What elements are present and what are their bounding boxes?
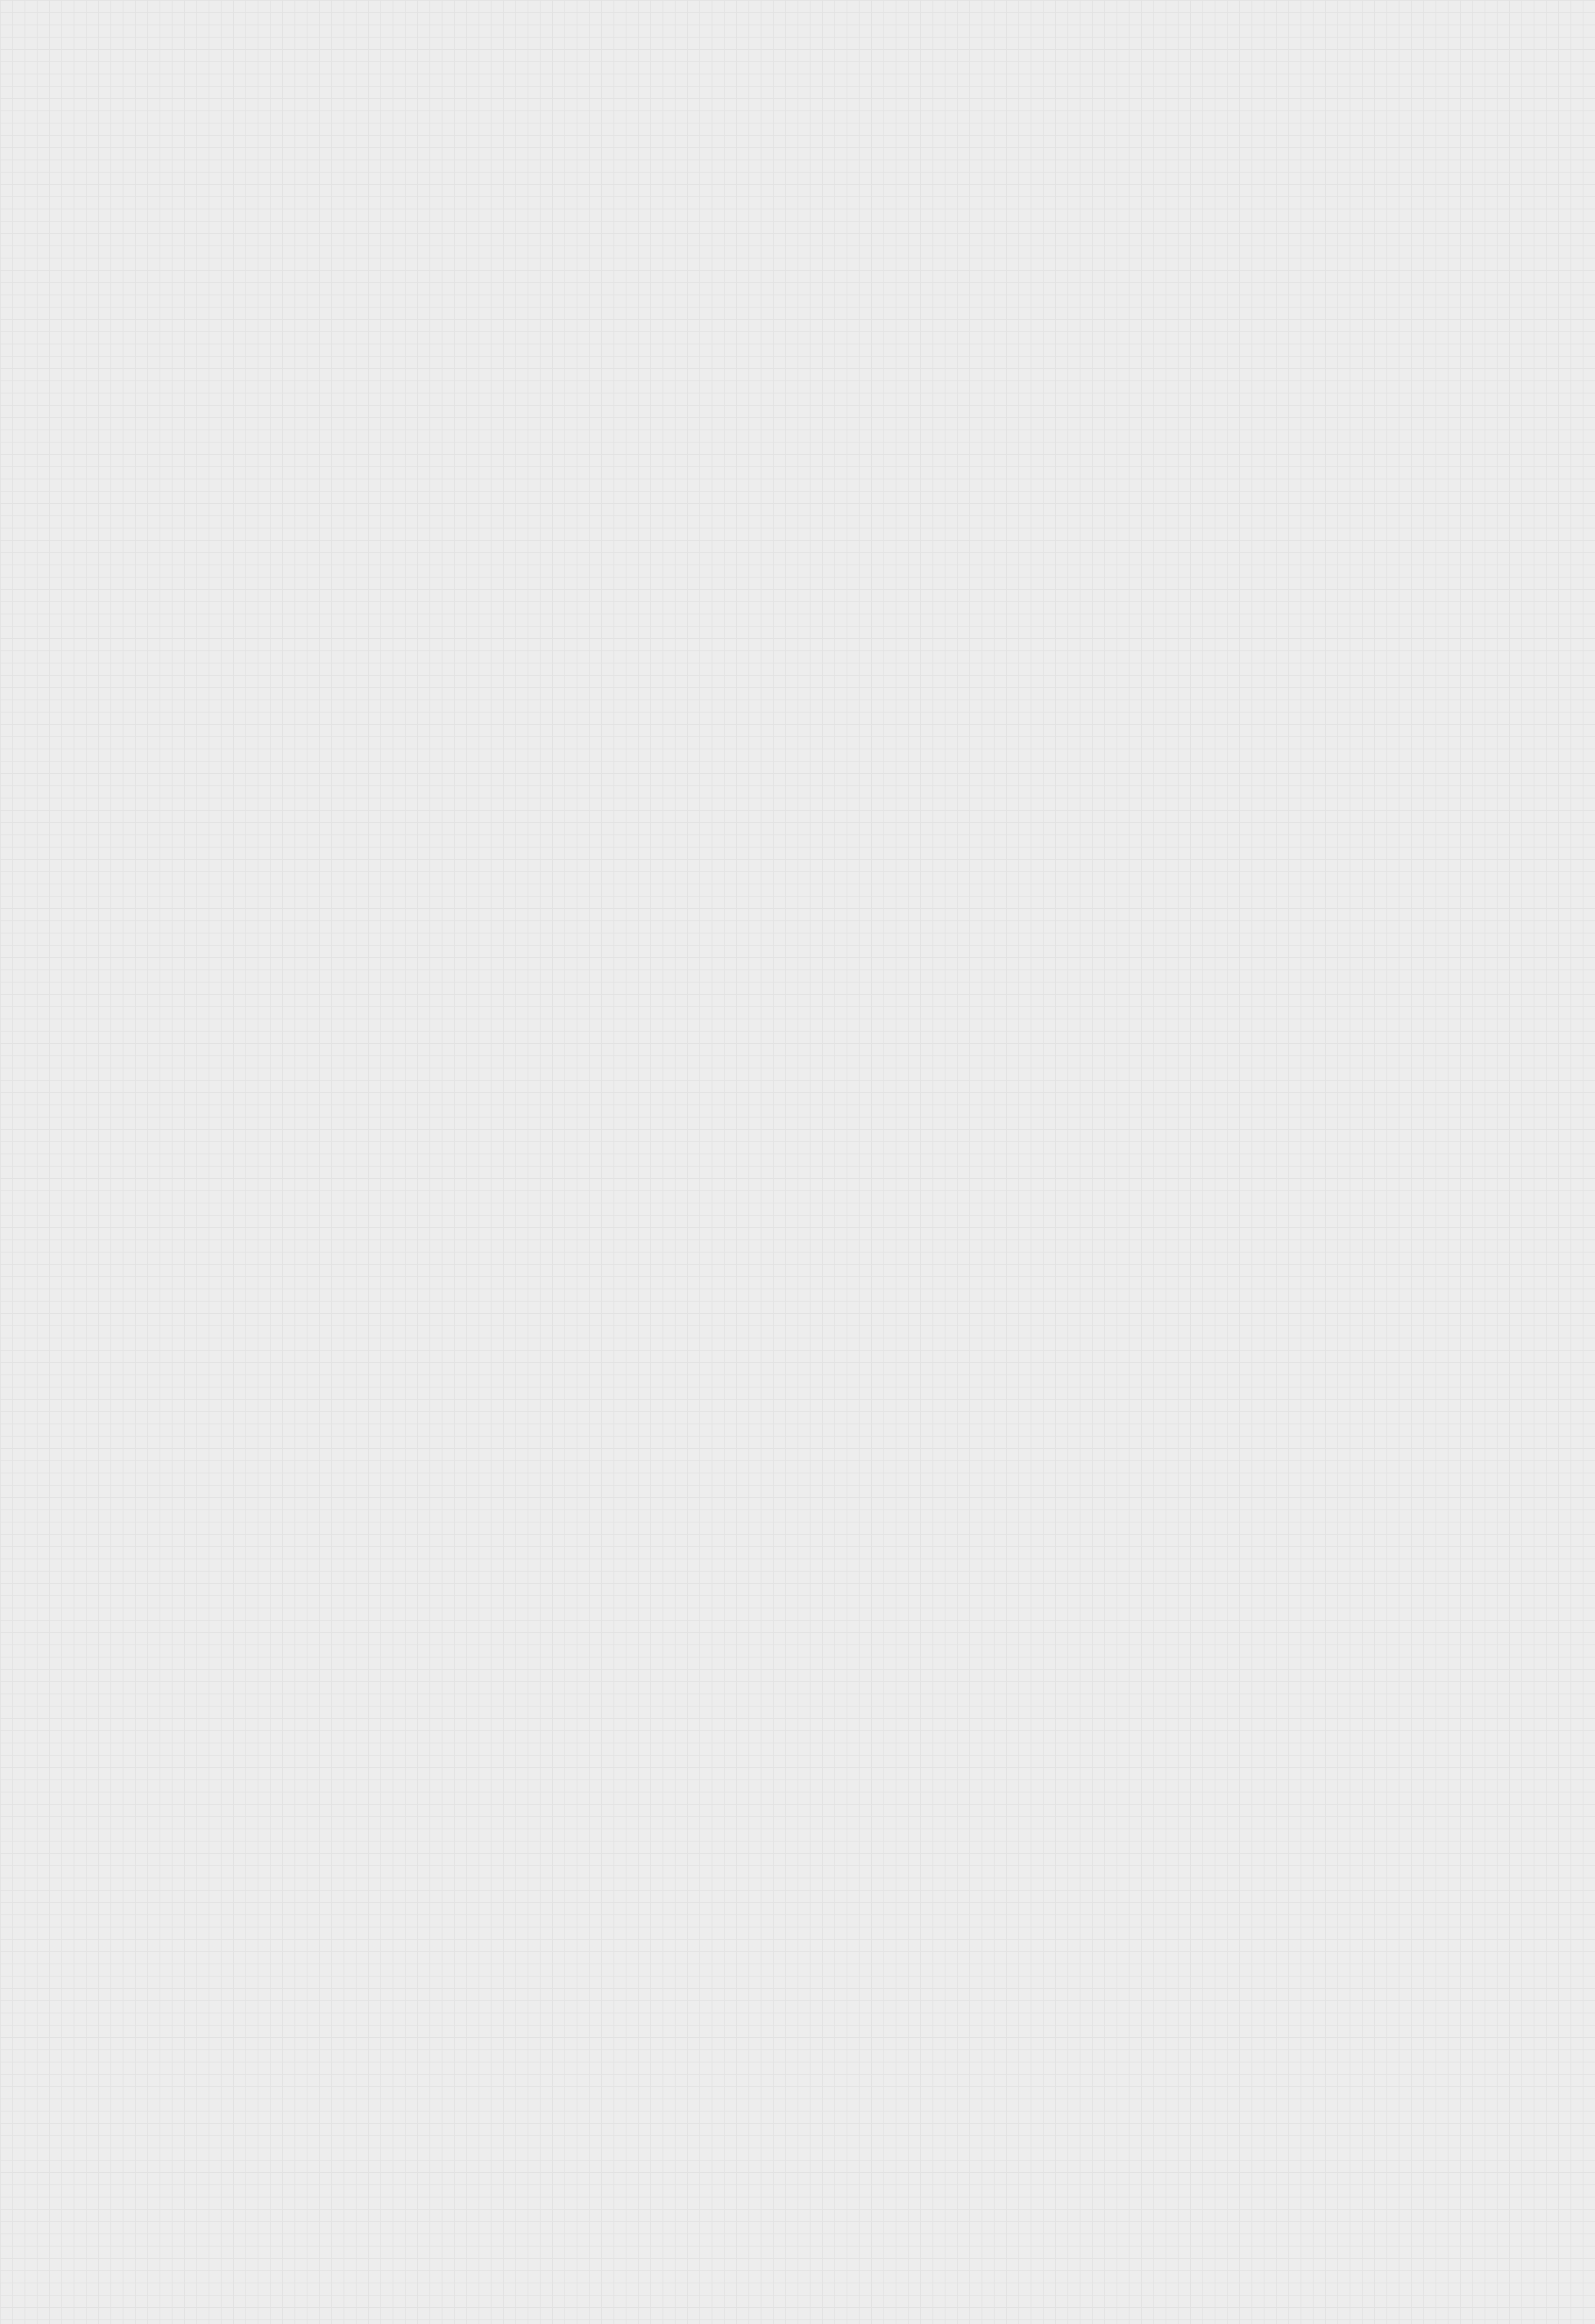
- app-logo: [862, 74, 882, 164]
